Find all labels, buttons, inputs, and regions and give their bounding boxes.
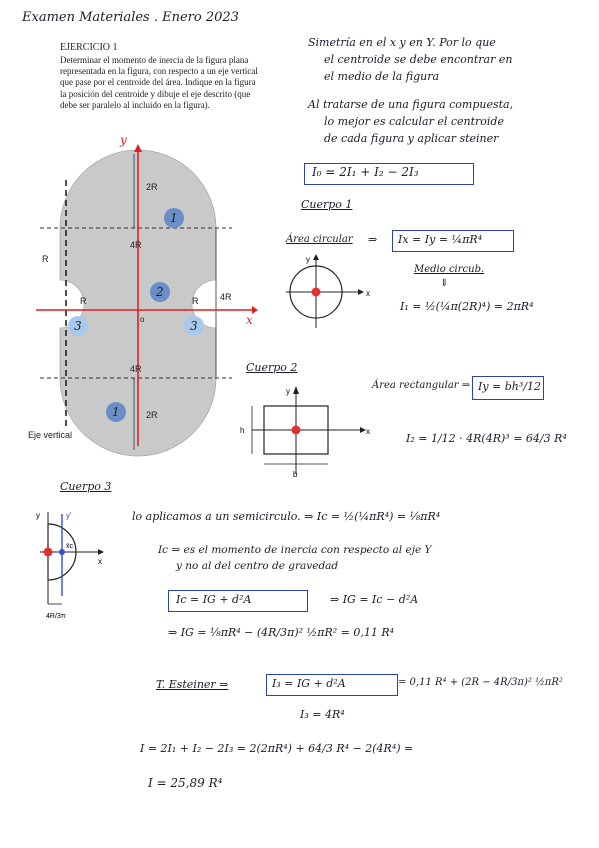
note-line: de cada figura y aplicar steiner: [324, 132, 499, 145]
fig-dim-4R-right: 4R: [220, 292, 232, 302]
cuerpo1-formula-box: [392, 230, 514, 252]
cuerpo1-title: Cuerpo 1: [301, 198, 353, 211]
badge-3-left-text: 3: [74, 319, 82, 333]
fig-dim-R-right: R: [192, 296, 199, 306]
cuerpo2-rect-diagram: y x h b: [240, 386, 370, 479]
fig-x-label: x: [246, 313, 253, 327]
note-line: Simetría en el x y en Y. Por lo que: [308, 36, 496, 49]
fig-dim-R-outer: R: [42, 254, 49, 264]
c2-b-label: b: [293, 470, 298, 479]
cuerpo3-tsteiner: T. Esteiner ⇒: [156, 678, 229, 691]
badge-1-top-text: 1: [170, 211, 178, 225]
note-line: el medio de la figura: [324, 70, 440, 83]
cuerpo3-i3-expand: = 0,11 R⁴ + (2R − 4R/3π)² ½πR²: [398, 677, 563, 688]
cuerpo3-ig-result: ⇒ IG = ⅛πR⁴ − (4R/3π)² ½πR² = 0,11 R⁴: [168, 626, 395, 639]
cuerpo2-title: Cuerpo 2: [246, 361, 298, 374]
statement-line: la posición del centroide y dibuje el ej…: [60, 88, 251, 99]
cuerpo3-steiner: Ic = IG + d²A: [176, 593, 252, 606]
final-result: I = 25,89 R⁴: [148, 776, 223, 790]
badge-3-right-text: 3: [190, 319, 198, 333]
x-axis-arrow: [252, 306, 258, 314]
statement-line: debe ser paralelo al incluido en la figu…: [60, 99, 210, 110]
cuerpo3-ig-arrow: ⇒ IG = Ic − d²A: [330, 593, 419, 606]
cuerpo1-formula: Ix = Iy = ¼πR⁴: [398, 233, 483, 246]
c3-dim-label: 4R/3π: [46, 613, 66, 620]
badge-1-top: [164, 208, 184, 228]
badge-1-bottom-text: 1: [112, 405, 120, 419]
exam-title: Examen Materiales . Enero 2023: [22, 10, 239, 25]
note-symmetry: Simetría en el x y en Y. Por lo que el c…: [308, 34, 512, 85]
note-line: el centroide se debe encontrar en: [324, 53, 513, 66]
cuerpo2-formula-box: [472, 376, 544, 400]
c3-xc-label: x̄c: [66, 543, 74, 550]
badge-1-bottom: [106, 402, 126, 422]
fig-dim-2R-bottom: 2R: [146, 410, 158, 420]
cuerpo2-result: I₂ = 1/12 · 4R(4R)³ = 64/3 R⁴: [406, 432, 567, 445]
fig-dim-2R-top: 2R: [146, 182, 158, 192]
badge-3-left: [68, 316, 88, 336]
cuerpo3-line1: lo aplicamos a un semicirculo. ⇒ Ic = ½(…: [132, 510, 441, 523]
cuerpo1-arrow: ⇒: [368, 233, 378, 246]
cuerpo1-label: Área circular: [286, 234, 353, 245]
c2-x-label: x: [366, 427, 370, 436]
c1-y-label: y: [306, 255, 310, 264]
main-formula-box: [304, 163, 474, 185]
cuerpo3-semicircle-diagram: y y' x x̄c 4R/3π: [36, 511, 104, 620]
cuerpo2-formula: Iy = bh³/12: [478, 380, 542, 393]
total-expression: I = 2I₁ + I₂ − 2I₃ = 2(2πR⁴) + 64/3 R⁴ −…: [140, 742, 414, 755]
cuerpo2-label: Área rectangular ⇒: [372, 380, 471, 391]
c3-y-label: y: [36, 511, 40, 520]
fig-dim-4R-top: 4R: [130, 240, 142, 250]
y-axis-arrow: [134, 144, 142, 152]
fig-dim-R-left: R: [80, 296, 87, 306]
cuerpo1-medio: Medio circub.: [414, 264, 485, 275]
fig-origin-label: o: [140, 315, 145, 324]
fig-dim-4R-bottom: 4R: [130, 364, 142, 374]
c2-h-label: h: [240, 426, 244, 435]
c3-x-label: x: [98, 557, 102, 566]
exercise-statement: Determinar el momento de inercia de la f…: [60, 55, 300, 111]
cuerpo3-line2a: Ic ⇒ es el momento de inercia con respec…: [158, 544, 432, 556]
cuerpo3-steiner-box: [168, 590, 308, 612]
c1-x-label: x: [366, 289, 370, 298]
cuerpo1-circle-diagram: y x: [286, 254, 370, 328]
cuerpo3-i3-formula: I₃ = IG + d²A: [272, 677, 346, 690]
composite-figure: y x o 2R 4R 4R 4R 2R R R R 1 2 3 3 1 Eje…: [28, 133, 258, 457]
main-formula: I₀ = 2I₁ + I₂ − 2I₃: [312, 165, 419, 179]
cuerpo3-line2b: y no al del centro de gravedad: [176, 560, 339, 572]
cuerpo3-i3-result: I₃ = 4R⁴: [300, 708, 345, 721]
fig-y-label: y: [119, 133, 127, 147]
badge-2: [150, 282, 170, 302]
statement-line: Determinar el momento de inercia de la f…: [60, 55, 249, 65]
cuerpo1-result: I₁ = ½(¼π(2R)⁴) = 2πR⁴: [400, 300, 534, 313]
note-composite: Al tratarse de una figura compuesta, lo …: [308, 96, 513, 147]
statement-line: que pase por el centroide del área. Indi…: [60, 77, 256, 88]
cuerpo3-title: Cuerpo 3: [60, 480, 112, 493]
badge-2-text: 2: [155, 285, 164, 299]
badge-3-right: [184, 316, 204, 336]
eje-vertical-label: Eje vertical: [28, 430, 72, 440]
cuerpo3-i3-box: [266, 674, 398, 696]
exercise-heading: EJERCICIO 1: [60, 42, 118, 53]
cuerpo1-down: ⇓: [440, 278, 449, 289]
note-line: Al tratarse de una figura compuesta,: [308, 98, 514, 111]
note-line: lo mejor es calcular el centroide: [324, 115, 504, 128]
c3-yp-label: y': [66, 511, 72, 520]
statement-line: representada en la figura, con respecto …: [60, 66, 258, 77]
c2-y-label: y: [286, 387, 290, 396]
